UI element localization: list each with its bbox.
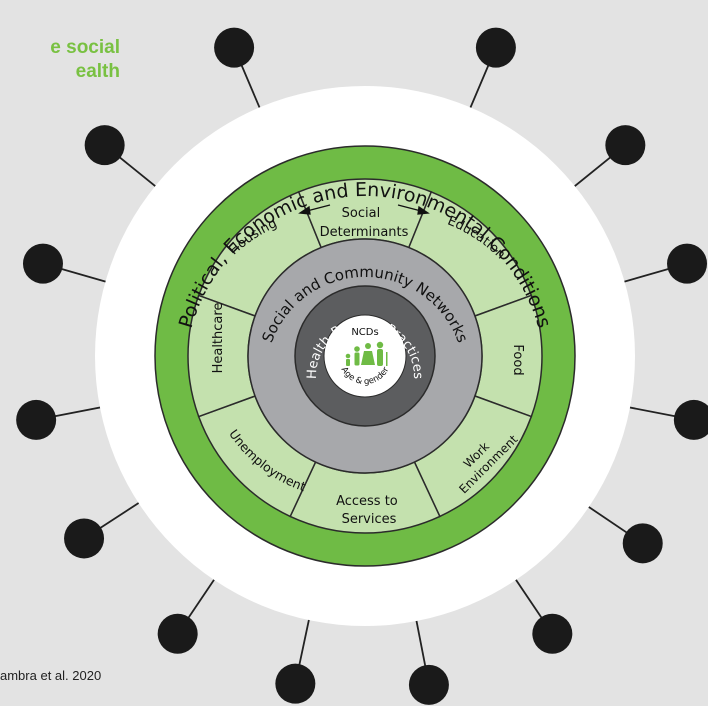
spoke-node-icon: [673, 399, 708, 440]
spoke-node-icon: [532, 613, 573, 654]
segment-label-access-to-services: Access to Services: [336, 494, 402, 527]
spoke-node-icon: [667, 243, 708, 284]
heading-line-1: e social: [50, 37, 120, 58]
spoke-node-icon: [275, 663, 316, 704]
center-top-label: NCDs: [351, 327, 378, 338]
double-arrow-icon: [298, 204, 430, 215]
segment-label-food: Food: [510, 344, 525, 375]
spoke-node-icon: [214, 27, 255, 68]
social-determinants-label: Social Determinants: [320, 206, 409, 240]
spoke-node-icon: [622, 523, 663, 564]
spokes-group: [16, 27, 708, 705]
spoke-node-icon: [475, 27, 516, 68]
heading-line-2: ealth: [75, 61, 120, 82]
spoke-node-icon: [605, 125, 646, 166]
page-heading: e social ealth: [0, 36, 120, 84]
segment-label-healthcare: Healthcare: [211, 303, 226, 374]
segments-group: [187, 178, 543, 534]
spoke-node-icon: [84, 125, 125, 166]
spoke-node-icon: [157, 613, 198, 654]
family-figures-icon: [345, 341, 388, 366]
spoke-node-icon: [408, 664, 449, 705]
spoke-node-icon: [22, 243, 63, 284]
spoke-node-icon: [64, 518, 105, 559]
spoke-node-icon: [16, 399, 57, 440]
citation-text: ambra et al. 2020: [0, 668, 102, 683]
